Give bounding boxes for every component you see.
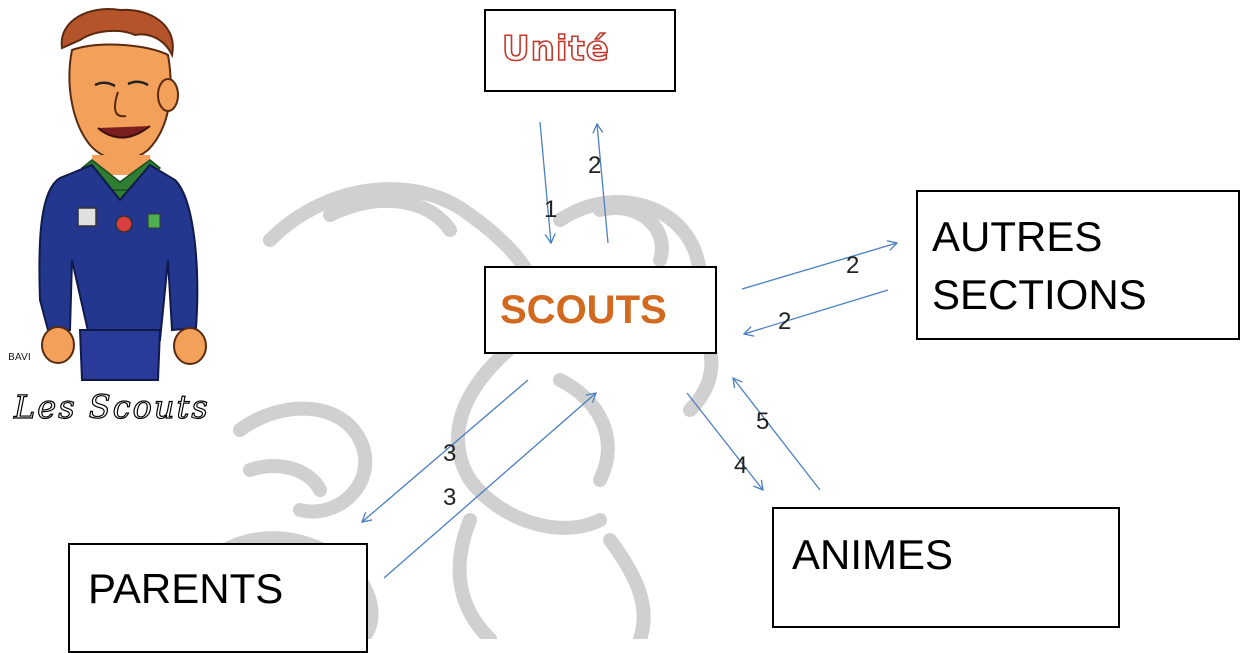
- illustration-caption: Les Scouts: [13, 387, 210, 426]
- flow-label-scouts-to-parents: 3: [443, 440, 457, 467]
- node-autres-sections-label: AUTRES SECTIONS: [932, 213, 1147, 318]
- arrow-animes-to-scouts: [732, 376, 821, 491]
- arrow-unite-to-scouts: [539, 121, 556, 245]
- node-scouts: SCOUTS: [484, 266, 717, 354]
- node-parents-label: PARENTS: [88, 565, 284, 612]
- node-autres-sections: AUTRES SECTIONS: [916, 190, 1240, 340]
- scout-character-illustration: BAVI: [8, 8, 207, 381]
- artist-signature: BAVI: [8, 352, 31, 363]
- arrow-scouts-to-autres: [741, 240, 899, 290]
- flow-label-scouts-to-animes: 4: [734, 452, 748, 479]
- arrow-parents-to-scouts: [383, 392, 598, 579]
- node-animes-label: ANIMES: [792, 531, 954, 578]
- arrow-scouts-to-parents: [360, 379, 529, 523]
- flow-label-scouts-to-autres: 2: [846, 252, 860, 279]
- arrow-autres-to-scouts: [742, 289, 889, 337]
- flow-label-animes-to-scouts: 5: [756, 408, 770, 435]
- node-parents: PARENTS: [68, 543, 368, 653]
- node-unite-label: Unité: [501, 28, 610, 70]
- flow-label-autres-to-scouts: 2: [778, 308, 792, 335]
- node-unite: Unité: [484, 9, 676, 92]
- arrow-scouts-to-unite: [592, 122, 609, 244]
- flow-label-scouts-to-unite: 2: [588, 152, 602, 179]
- node-scouts-label: SCOUTS: [500, 288, 667, 332]
- flow-arrows: [360, 121, 899, 579]
- arrow-scouts-to-animes: [686, 392, 764, 492]
- node-animes: ANIMES: [772, 507, 1120, 628]
- flow-label-unite-to-scouts: 1: [544, 196, 558, 223]
- flow-label-parents-to-scouts: 3: [443, 484, 457, 511]
